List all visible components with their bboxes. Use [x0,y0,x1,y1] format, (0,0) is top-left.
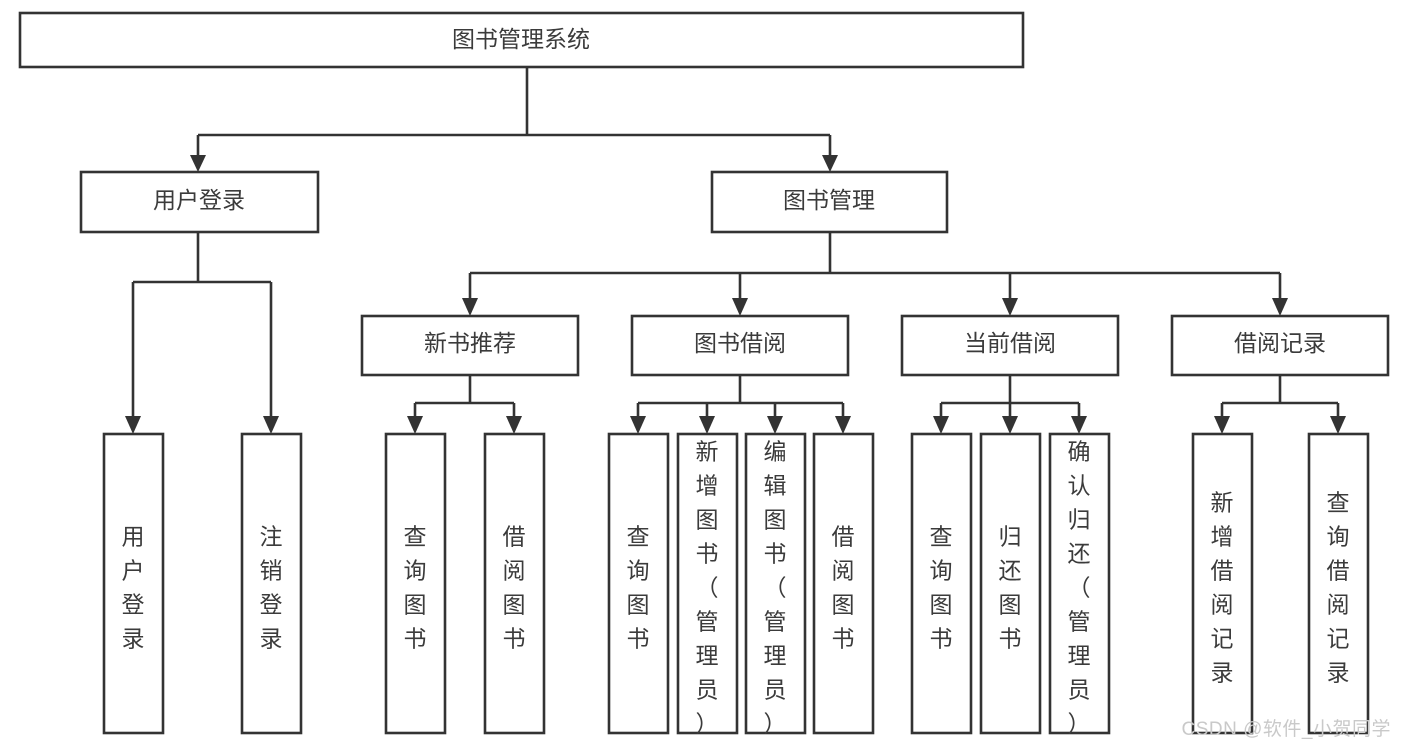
node-leaf11-label: 确认归还（管理员） [1068,439,1091,737]
arrowhead-bookmgmt [822,155,838,172]
node-root-box[interactable] [18,11,1025,69]
arrowhead-leaf11 [1071,416,1087,434]
arrowhead-leaf12 [1214,416,1230,434]
arrowhead-leaf5 [630,416,646,434]
node-leaf13-box[interactable] [1307,432,1370,735]
node-leaf5-label: 查询图书 [627,524,650,652]
arrowhead-leaf10 [1002,416,1018,434]
node-login-box[interactable] [79,170,320,234]
node-root-label: 图书管理系统 [452,26,590,52]
node-newbook-box[interactable] [360,314,580,377]
node-leaf9-box[interactable] [910,432,973,735]
node-root[interactable]: 图书管理系统 [18,11,1025,69]
edge-group-root [190,67,838,172]
arrowhead-leaf9 [933,416,949,434]
node-leaf7-box[interactable] [744,432,807,735]
arrowhead-newbook [462,298,478,316]
node-leaf13-label: 查询借阅记录 [1327,490,1350,686]
node-leaf4-label: 借阅图书 [503,524,526,652]
node-leaf1-label: 用户登录 [122,524,145,652]
node-leaf1-box[interactable] [102,432,165,735]
node-leaf6-label: 新增图书（管理员） [696,439,719,737]
node-borrow-label: 图书借阅 [694,330,786,356]
arrowhead-login [190,155,206,172]
edge-group-bookmgmt [462,232,1288,316]
node-leaf8-box[interactable] [812,432,875,735]
node-bookmgmt-label: 图书管理 [783,187,875,213]
node-leaf12-label: 新增借阅记录 [1211,490,1234,686]
edge-group-current [933,375,1087,434]
node-leaf8-label: 借阅图书 [832,524,855,652]
arrowhead-leaf1 [125,416,141,434]
node-leaf3-label: 查询图书 [404,524,427,652]
node-leaf10-box[interactable] [979,432,1042,735]
node-leaf9-label: 查询图书 [930,524,953,652]
node-leaf6-box[interactable] [676,432,739,735]
node-login-label: 用户登录 [153,187,245,213]
edge-group-borrow [630,375,851,434]
arrowhead-current [1002,298,1018,316]
node-leaf2-box[interactable] [240,432,303,735]
node-leaf9[interactable]: 查询图书 [910,432,973,735]
node-leaf2-label: 注销登录 [260,524,283,652]
node-newbook[interactable]: 新书推荐 [360,314,580,377]
arrowhead-leaf13 [1330,416,1346,434]
node-records-box[interactable] [1170,314,1390,377]
node-leaf10-label: 归还图书 [999,524,1022,652]
node-bookmgmt[interactable]: 图书管理 [710,170,949,234]
node-current-label: 当前借阅 [964,330,1056,356]
edge-group-records [1214,375,1346,434]
node-leaf10[interactable]: 归还图书 [979,432,1042,735]
node-borrow[interactable]: 图书借阅 [630,314,850,377]
arrowhead-records [1272,298,1288,316]
node-leaf4-box[interactable] [483,432,546,735]
node-leaf3-box[interactable] [384,432,447,735]
node-leaf8[interactable]: 借阅图书 [812,432,875,735]
node-records[interactable]: 借阅记录 [1170,314,1390,377]
node-leaf11[interactable]: 确认归还（管理员） [1048,432,1111,737]
node-current-box[interactable] [900,314,1120,377]
node-leaf12-box[interactable] [1191,432,1254,735]
node-leaf4[interactable]: 借阅图书 [483,432,546,735]
node-newbook-label: 新书推荐 [424,330,516,356]
node-leaf5-box[interactable] [607,432,670,735]
node-current[interactable]: 当前借阅 [900,314,1120,377]
edge-group-newbook [407,375,522,434]
node-borrow-box[interactable] [630,314,850,377]
arrowhead-leaf7 [767,416,783,434]
csdn-watermark: CSDN @软件_小贺同学 [1181,719,1391,740]
node-leaf3[interactable]: 查询图书 [384,432,447,735]
arrowhead-leaf6 [699,416,715,434]
node-leaf13[interactable]: 查询借阅记录 [1307,432,1370,735]
arrowhead-leaf8 [835,416,851,434]
node-leaf5[interactable]: 查询图书 [607,432,670,735]
node-leaf7[interactable]: 编辑图书（管理员） [744,432,807,737]
node-leaf12[interactable]: 新增借阅记录 [1191,432,1254,735]
node-bookmgmt-box[interactable] [710,170,949,234]
node-leaf1[interactable]: 用户登录 [102,432,165,735]
arrowhead-leaf3 [407,416,423,434]
arrowhead-leaf4 [506,416,522,434]
arrowhead-leaf2 [263,416,279,434]
arrowhead-borrow [732,298,748,316]
edge-group-login [125,232,279,434]
node-login[interactable]: 用户登录 [79,170,320,234]
node-leaf6[interactable]: 新增图书（管理员） [676,432,739,737]
node-leaf2[interactable]: 注销登录 [240,432,303,735]
node-records-label: 借阅记录 [1234,330,1326,356]
node-leaf7-label: 编辑图书（管理员） [764,439,787,737]
node-leaf11-box[interactable] [1048,432,1111,735]
